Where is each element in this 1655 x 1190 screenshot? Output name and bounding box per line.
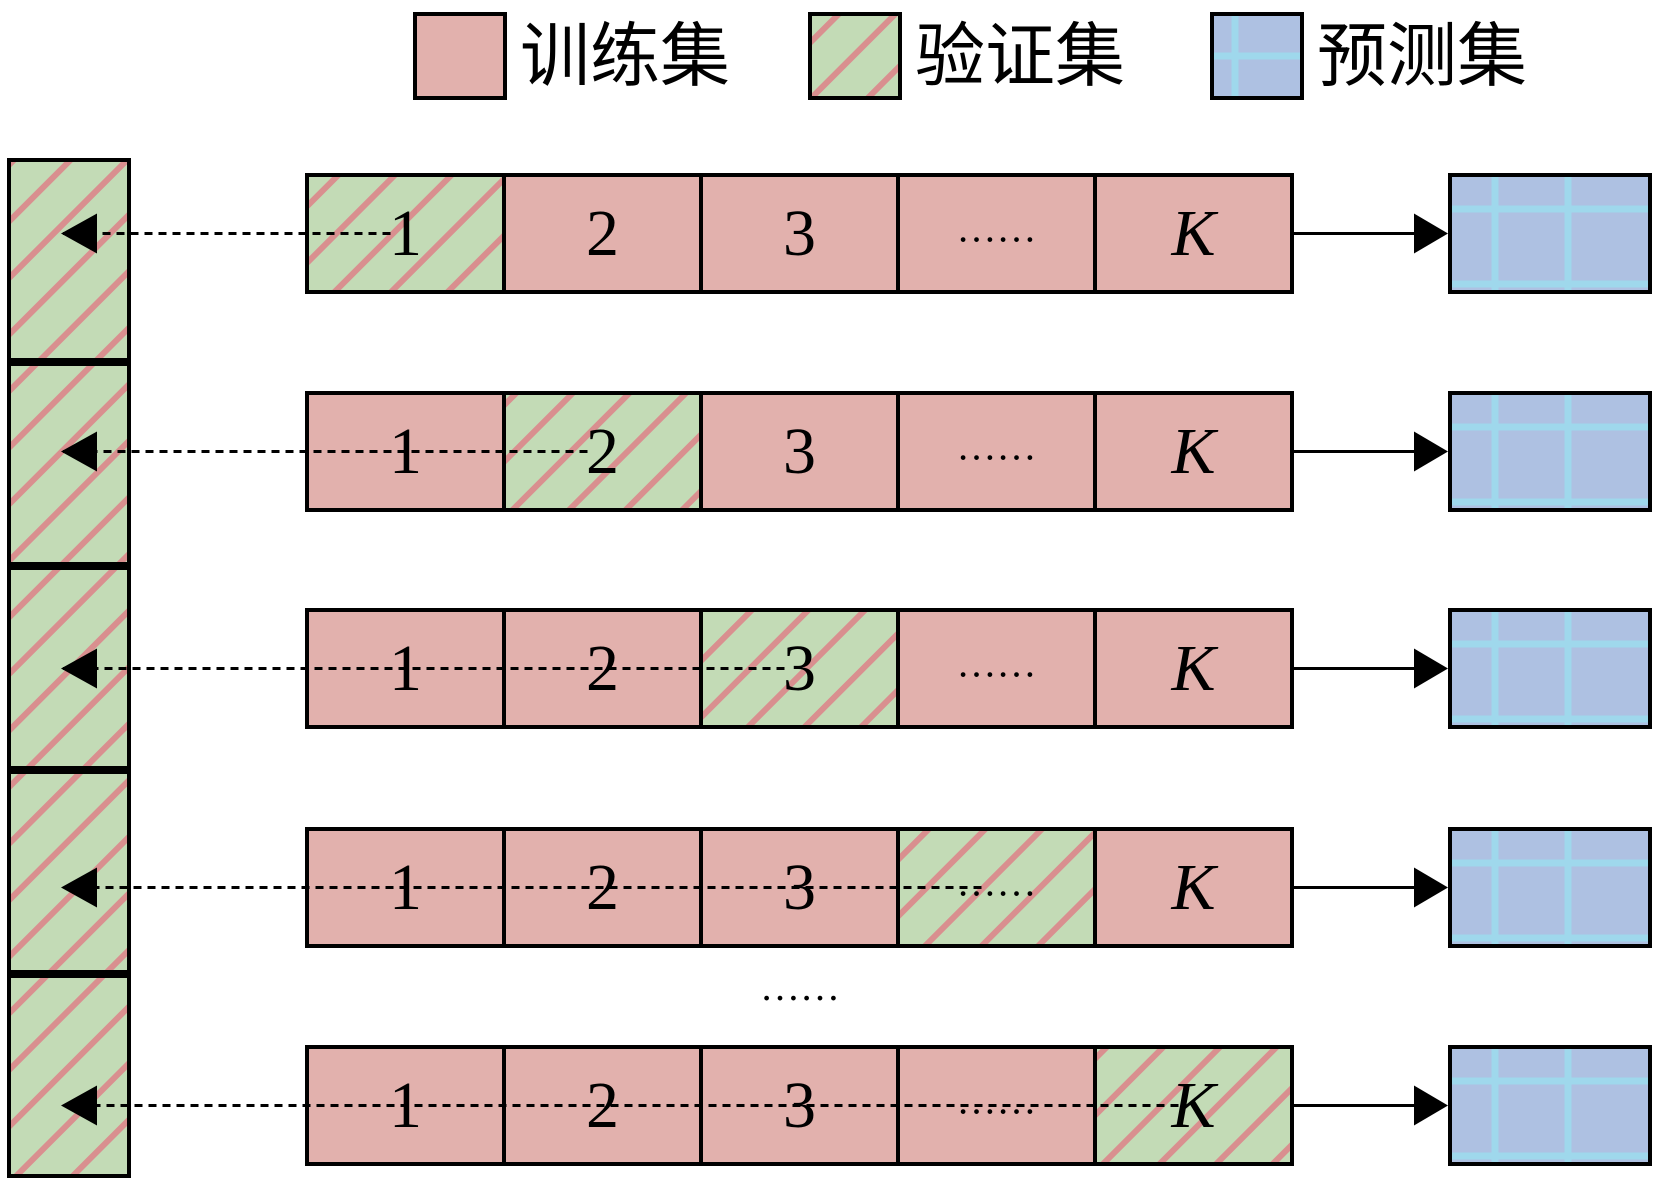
- train-fold-cell: [1093, 608, 1294, 729]
- fold-label: 3: [783, 415, 816, 488]
- rows-ellipsis: ……: [760, 964, 840, 1009]
- validation-fold-cell: [305, 173, 506, 294]
- fold-label: ……: [957, 1078, 1037, 1123]
- legend-train-swatch: [413, 12, 507, 100]
- train-fold-cell: [1093, 391, 1294, 512]
- fold-label: 3: [783, 632, 816, 705]
- arrowhead-right: [1414, 867, 1448, 908]
- validation-fold-cell: [699, 608, 900, 729]
- legend-prediction-label: 预测集: [1317, 15, 1527, 97]
- arrowhead-right: [1414, 431, 1448, 472]
- arrowhead-left: [61, 213, 97, 254]
- legend-train: 训练集: [413, 12, 730, 100]
- fold-row: 1 2 3 …… K: [61, 173, 1652, 294]
- train-fold-cell: [1093, 827, 1294, 948]
- validation-result-block: [7, 770, 131, 974]
- legend-train-label: 训练集: [520, 15, 730, 97]
- legend-validation-swatch: [808, 12, 902, 100]
- arrowhead-right: [1414, 1085, 1448, 1126]
- fold-label: K: [1170, 197, 1218, 270]
- validation-result-block: [7, 974, 131, 1178]
- train-fold-cell: [896, 173, 1097, 294]
- fold-label: ……: [957, 424, 1037, 469]
- arrowhead-left: [61, 867, 97, 908]
- fold-label: 2: [586, 415, 619, 488]
- fold-label: K: [1170, 415, 1218, 488]
- fold-label: K: [1170, 632, 1218, 705]
- fold-label: 1: [389, 197, 422, 270]
- arrowhead-right: [1414, 648, 1448, 689]
- arrowhead-left: [61, 648, 97, 689]
- prediction-block: [1448, 173, 1652, 294]
- validation-result-block: [7, 362, 131, 566]
- train-fold-cell: [896, 608, 1097, 729]
- fold-label: ……: [957, 860, 1037, 905]
- legend: 训练集 验证集 预测集: [413, 12, 1527, 100]
- fold-label: K: [1170, 851, 1218, 924]
- fold-label: ……: [957, 641, 1037, 686]
- validation-fold-cell: [1093, 1045, 1294, 1166]
- prediction-block: [1448, 827, 1652, 948]
- arrowhead-left: [61, 431, 97, 472]
- train-fold-cell: [1093, 173, 1294, 294]
- validation-result-block: [7, 158, 131, 362]
- prediction-block: [1448, 608, 1652, 729]
- prediction-block: [1448, 1045, 1652, 1166]
- fold-label: ……: [957, 206, 1037, 251]
- arrowhead-right: [1414, 213, 1448, 254]
- legend-validation: 验证集: [808, 12, 1125, 100]
- fold-label: 2: [586, 197, 619, 270]
- legend-validation-label: 验证集: [915, 15, 1125, 97]
- prediction-block: [1448, 391, 1652, 512]
- train-fold-cell: [699, 391, 900, 512]
- arrowhead-left: [61, 1085, 97, 1126]
- train-fold-cell: [502, 173, 703, 294]
- legend-prediction: 预测集: [1210, 12, 1527, 100]
- fold-label: 3: [783, 197, 816, 270]
